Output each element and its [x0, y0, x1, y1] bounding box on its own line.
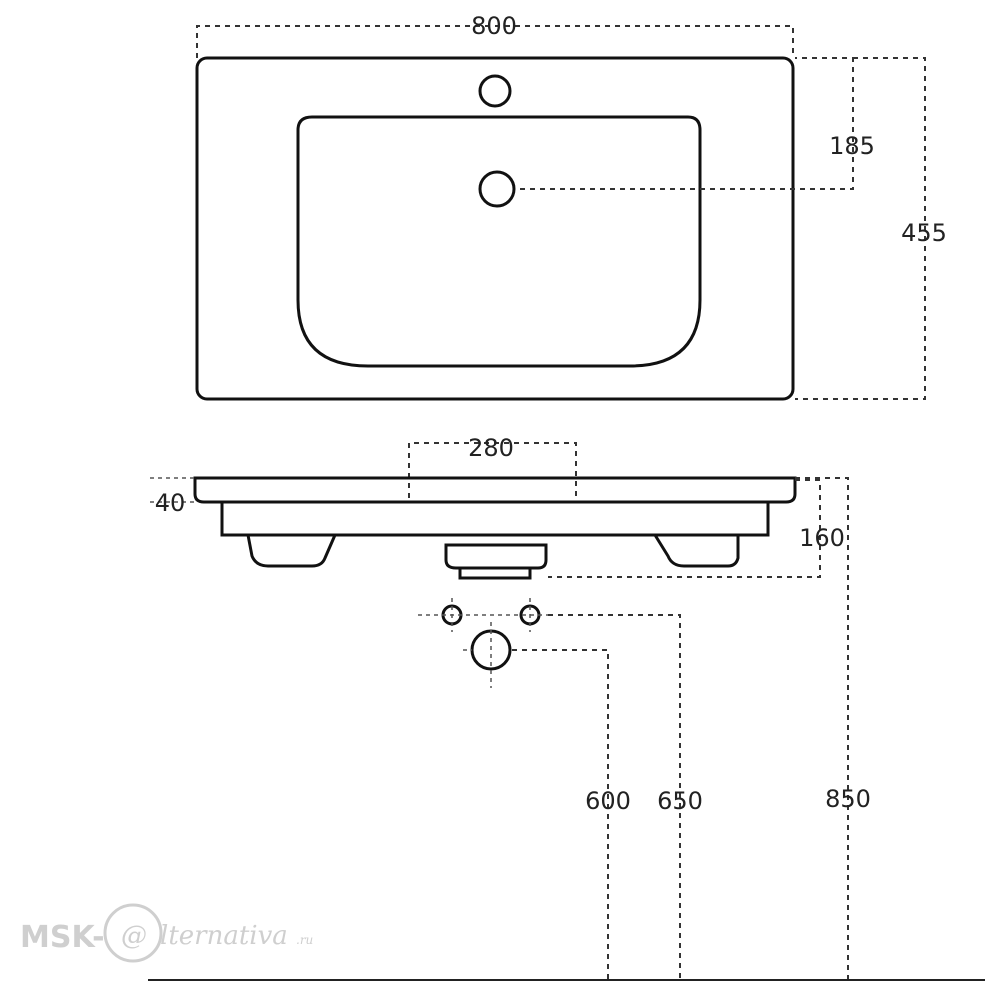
drain-outlet-bottom	[458, 568, 532, 580]
tap-depth-dimension-line	[520, 57, 854, 190]
rim-height-dimension-line	[795, 477, 849, 980]
supply-height-dimension-line	[548, 614, 681, 980]
watermark-logo: MSK- @ lternativa .ru	[20, 903, 313, 963]
waste-height-dimension-line	[512, 649, 609, 980]
countertop-outline	[195, 56, 795, 401]
mounting-spacing-dimension-label: 280	[468, 434, 514, 462]
basin-body	[220, 502, 770, 537]
watermark-at-ring	[103, 903, 163, 963]
basin-depth-dimension-line	[548, 479, 821, 578]
basin-bowl-outline	[296, 115, 702, 368]
rim-thickness-dimension-label: 40	[155, 489, 186, 517]
tap-depth-dimension-label: 185	[829, 132, 875, 160]
waste-height-dimension-label: 600	[585, 787, 631, 815]
drain-outlet	[444, 543, 548, 570]
watermark-at-sign: @	[121, 921, 147, 951]
rim-slab	[193, 476, 797, 504]
watermark-prefix: MSK-	[20, 920, 105, 955]
right-foot	[653, 534, 740, 568]
waste-crosshair	[463, 622, 492, 688]
supply-crosshairs	[418, 598, 548, 632]
basin-depth-dimension-label: 160	[799, 524, 845, 552]
supply-height-dimension-label: 650	[657, 787, 703, 815]
watermark-suffix: lternativa	[160, 921, 288, 951]
side-view: 280 40 160 650 600 850	[148, 434, 985, 981]
total-depth-dimension-label: 455	[901, 219, 947, 247]
top-view: 800 185 455	[195, 12, 947, 401]
width-dimension-label: 800	[471, 12, 517, 40]
rim-height-dimension-label: 850	[825, 785, 871, 813]
drain-hole	[478, 170, 516, 208]
watermark-domain: .ru	[296, 933, 313, 947]
tap-hole	[478, 74, 512, 108]
width-dimension-line	[196, 25, 794, 58]
left-foot	[246, 534, 337, 568]
total-depth-dimension-line	[795, 57, 926, 400]
